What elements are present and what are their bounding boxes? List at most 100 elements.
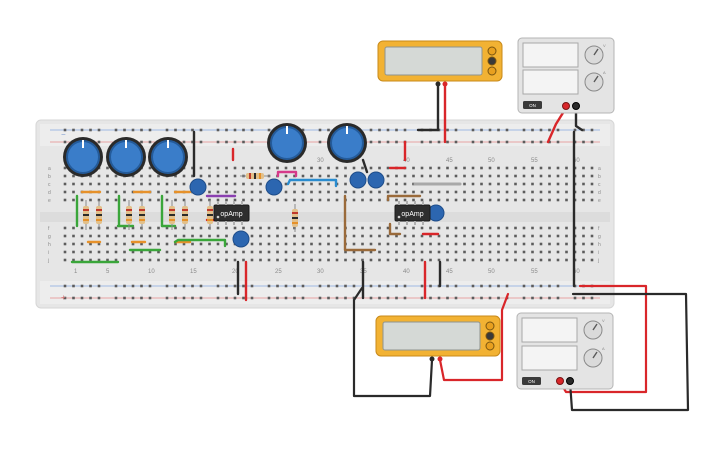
- breadboard-hole[interactable]: [369, 242, 373, 246]
- breadboard-hole[interactable]: [242, 198, 245, 202]
- breadboard-hole[interactable]: [310, 242, 313, 246]
- breadboard-hole[interactable]: [89, 234, 92, 238]
- breadboard-hole[interactable]: [216, 140, 220, 144]
- breadboard-hole[interactable]: [344, 174, 347, 178]
- power-button[interactable]: [523, 101, 542, 109]
- breadboard-hole[interactable]: [582, 198, 585, 202]
- breadboard-hole[interactable]: [199, 242, 203, 246]
- breadboard-hole[interactable]: [420, 284, 424, 288]
- breadboard-hole[interactable]: [582, 190, 585, 194]
- breadboard-hole[interactable]: [233, 258, 237, 262]
- breadboard-hole[interactable]: [369, 198, 373, 202]
- breadboard-hole[interactable]: [437, 174, 441, 178]
- breadboard-hole[interactable]: [488, 284, 492, 288]
- breadboard-hole[interactable]: [250, 140, 254, 144]
- breadboard-hole[interactable]: [344, 258, 347, 262]
- breadboard-hole[interactable]: [97, 284, 101, 288]
- breadboard-hole[interactable]: [157, 226, 160, 230]
- breadboard-hole[interactable]: [140, 296, 143, 300]
- multimeter-bottom[interactable]: [375, 315, 501, 362]
- breadboard-hole[interactable]: [216, 296, 220, 300]
- breadboard-hole[interactable]: [539, 226, 543, 230]
- breadboard-hole[interactable]: [463, 174, 466, 178]
- breadboard-hole[interactable]: [310, 174, 313, 178]
- breadboard-hole[interactable]: [590, 140, 594, 144]
- breadboard-hole[interactable]: [233, 140, 237, 144]
- resistor[interactable]: [240, 173, 270, 179]
- breadboard-hole[interactable]: [548, 128, 551, 132]
- breadboard-hole[interactable]: [446, 258, 449, 262]
- breadboard-hole[interactable]: [480, 166, 483, 170]
- breadboard-hole[interactable]: [471, 190, 475, 194]
- potentiometer[interactable]: [267, 123, 307, 163]
- breadboard-hole[interactable]: [216, 166, 220, 170]
- breadboard-hole[interactable]: [480, 258, 483, 262]
- breadboard-hole[interactable]: [259, 190, 262, 194]
- breadboard-hole[interactable]: [327, 182, 330, 186]
- breadboard-hole[interactable]: [395, 128, 398, 132]
- breadboard-hole[interactable]: [361, 250, 364, 254]
- breadboard-hole[interactable]: [123, 128, 126, 132]
- breadboard-hole[interactable]: [199, 226, 203, 230]
- breadboard-hole[interactable]: [242, 128, 245, 132]
- breadboard-hole[interactable]: [556, 190, 560, 194]
- breadboard-hole[interactable]: [369, 226, 373, 230]
- breadboard-hole[interactable]: [327, 190, 330, 194]
- supply-terminal-negative[interactable]: [566, 377, 574, 385]
- breadboard-hole[interactable]: [267, 242, 271, 246]
- breadboard-hole[interactable]: [63, 190, 67, 194]
- breadboard-hole[interactable]: [199, 250, 203, 254]
- breadboard-hole[interactable]: [208, 242, 211, 246]
- potentiometer[interactable]: [106, 137, 146, 177]
- breadboard-hole[interactable]: [276, 258, 279, 262]
- breadboard-hole[interactable]: [89, 174, 92, 178]
- breadboard-hole[interactable]: [301, 296, 305, 300]
- wire-black[interactable]: [574, 106, 584, 132]
- breadboard-hole[interactable]: [63, 140, 67, 144]
- breadboard-hole[interactable]: [242, 284, 245, 288]
- multimeter-mode-r[interactable]: [487, 66, 497, 76]
- breadboard-hole[interactable]: [242, 166, 245, 170]
- breadboard-hole[interactable]: [590, 174, 594, 178]
- breadboard-hole[interactable]: [250, 190, 254, 194]
- breadboard-hole[interactable]: [395, 226, 398, 230]
- breadboard-hole[interactable]: [335, 174, 339, 178]
- breadboard-hole[interactable]: [225, 198, 228, 202]
- wire-black[interactable]: [568, 292, 690, 412]
- breadboard-hole[interactable]: [284, 226, 288, 230]
- breadboard-hole[interactable]: [582, 250, 585, 254]
- breadboard-hole[interactable]: [233, 190, 237, 194]
- breadboard-hole[interactable]: [335, 198, 339, 202]
- breadboard-hole[interactable]: [148, 166, 152, 170]
- breadboard-hole[interactable]: [199, 166, 203, 170]
- breadboard-hole[interactable]: [250, 258, 254, 262]
- breadboard-hole[interactable]: [488, 242, 492, 246]
- breadboard-hole[interactable]: [480, 128, 483, 132]
- breadboard-hole[interactable]: [497, 182, 500, 186]
- breadboard-hole[interactable]: [412, 198, 415, 202]
- breadboard-hole[interactable]: [386, 234, 390, 238]
- breadboard-hole[interactable]: [225, 128, 228, 132]
- breadboard-hole[interactable]: [403, 182, 407, 186]
- breadboard-hole[interactable]: [72, 284, 75, 288]
- breadboard-hole[interactable]: [505, 250, 509, 254]
- breadboard-hole[interactable]: [114, 284, 118, 288]
- breadboard-hole[interactable]: [208, 182, 211, 186]
- resistor[interactable]: [96, 200, 102, 230]
- breadboard-hole[interactable]: [471, 250, 475, 254]
- breadboard-hole[interactable]: [556, 174, 560, 178]
- breadboard-hole[interactable]: [488, 166, 492, 170]
- breadboard-hole[interactable]: [63, 242, 67, 246]
- breadboard-hole[interactable]: [165, 296, 169, 300]
- breadboard-hole[interactable]: [378, 166, 381, 170]
- wire-black[interactable]: [352, 286, 434, 398]
- breadboard-hole[interactable]: [106, 258, 109, 262]
- breadboard-hole[interactable]: [106, 242, 109, 246]
- breadboard-hole[interactable]: [522, 166, 526, 170]
- breadboard-hole[interactable]: [403, 128, 407, 132]
- breadboard-hole[interactable]: [386, 258, 390, 262]
- breadboard-hole[interactable]: [352, 284, 356, 288]
- breadboard-hole[interactable]: [548, 258, 551, 262]
- breadboard-hole[interactable]: [548, 296, 551, 300]
- breadboard-hole[interactable]: [148, 234, 152, 238]
